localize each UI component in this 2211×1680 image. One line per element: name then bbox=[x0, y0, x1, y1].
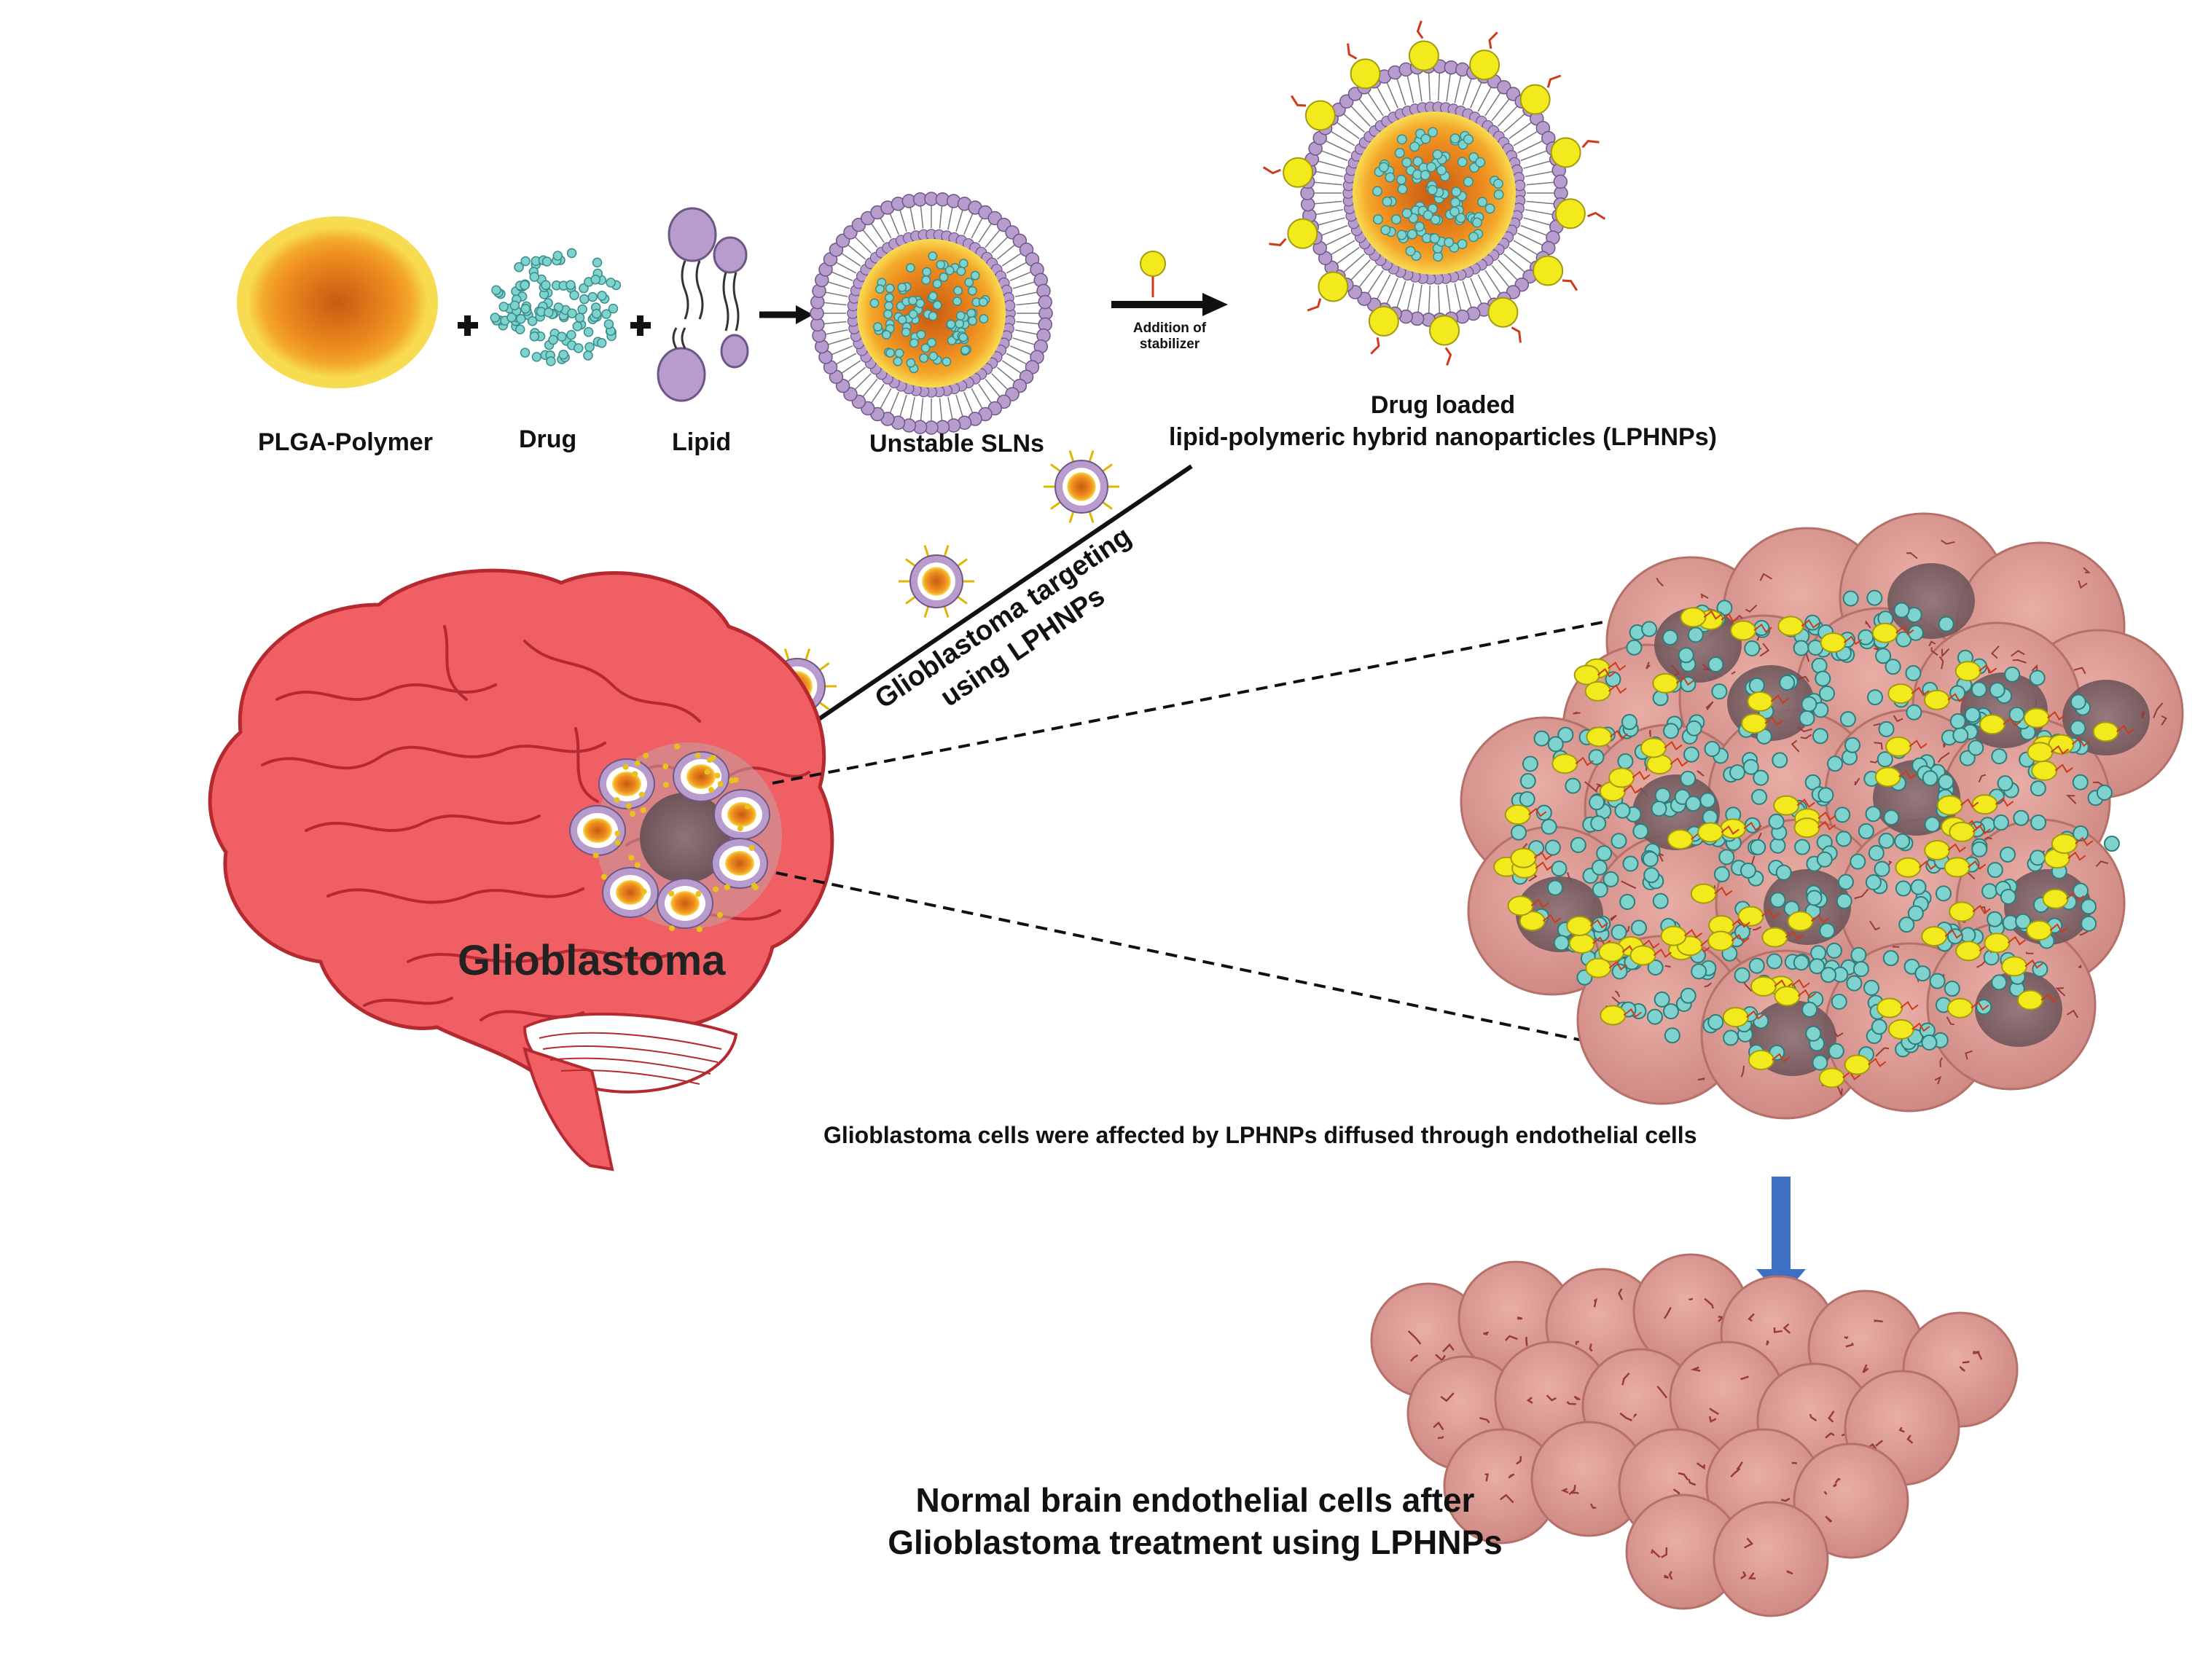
arrow-right-icon bbox=[1111, 293, 1228, 316]
tumor-site bbox=[569, 742, 782, 933]
stabilizer-icon bbox=[1140, 251, 1166, 297]
addition-line-2: stabilizer bbox=[1139, 337, 1200, 352]
addition-of-stabilizer-label: Addition of stabilizer bbox=[1111, 321, 1228, 353]
plga-polymer-label: PLGA-Polymer bbox=[258, 428, 433, 456]
unstable-slns-label: Unstable SLNs bbox=[869, 430, 1044, 458]
glioblastoma-cell-cluster bbox=[1460, 512, 2184, 1120]
drug-label: Drug bbox=[519, 425, 577, 453]
zoom-lines bbox=[772, 620, 1608, 1047]
plus-icon bbox=[630, 315, 651, 336]
plga-polymer-particle bbox=[237, 216, 438, 388]
plus-icon bbox=[458, 315, 478, 336]
targeting-arrow bbox=[775, 464, 1193, 749]
normal-cells-caption: Normal brain endothelial cells after Gli… bbox=[758, 1479, 1632, 1563]
drug-molecules bbox=[490, 248, 622, 366]
lphnp-particle bbox=[1262, 20, 1606, 366]
addition-line-1: Addition of bbox=[1132, 321, 1207, 336]
lipid-label: Lipid bbox=[672, 428, 732, 456]
lipid-molecules bbox=[657, 207, 749, 402]
lphnp-label-line-1: Drug loaded bbox=[1370, 391, 1516, 419]
glioblastoma-label: Glioblastoma bbox=[458, 937, 726, 984]
unstable-sln-particle bbox=[810, 192, 1053, 435]
normal-caption-line-2: Glioblastoma treatment using LPHNPs bbox=[888, 1523, 1503, 1561]
normal-caption-line-1: Normal brain endothelial cells after bbox=[915, 1481, 1475, 1519]
arrow-right-icon bbox=[759, 305, 813, 324]
normal-endothelial-cells bbox=[1370, 1253, 2019, 1617]
lphnp-label-line-2: lipid-polymeric hybrid nanoparticles (LP… bbox=[1169, 423, 1717, 451]
lphnp-label: Drug loaded lipid-polymeric hybrid nanop… bbox=[1093, 389, 1793, 453]
brain-illustration bbox=[208, 568, 834, 1171]
affected-caption: Glioblastoma cells were affected by LPHN… bbox=[823, 1122, 1697, 1148]
